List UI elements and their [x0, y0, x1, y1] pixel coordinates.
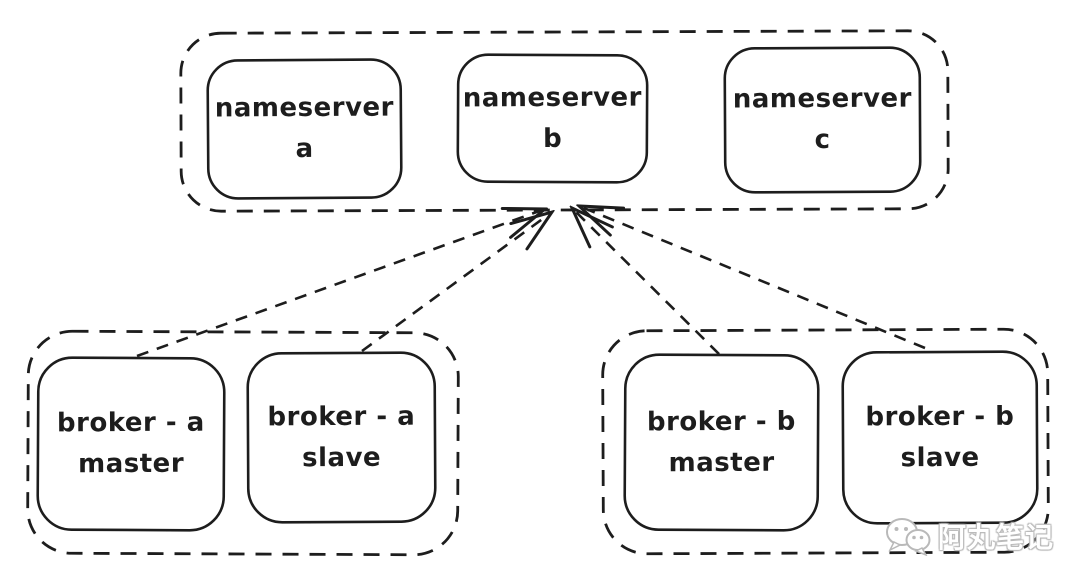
- edge-broker-a-slave-to-nameserver: [361, 212, 552, 353]
- edge-broker-b-slave-to-nameserver: [579, 206, 926, 350]
- node-nameserver-b-box: [456, 53, 649, 184]
- node-broker-b-slave-box: [841, 350, 1039, 525]
- node-nameserver-a-box: [206, 58, 403, 200]
- nameserver-cluster-outline: [179, 29, 950, 213]
- node-broker-a-master-box: [36, 356, 226, 532]
- broker-a-group-outline: [26, 329, 460, 557]
- broker-b-group-outline: [601, 327, 1050, 556]
- edge-broker-b-master-to-nameserver: [572, 208, 720, 355]
- node-broker-b-master-box: [623, 353, 820, 532]
- edge-broker-a-master-to-nameserver: [136, 209, 545, 358]
- node-nameserver-c-box: [723, 46, 922, 194]
- node-broker-a-slave-box: [246, 351, 437, 524]
